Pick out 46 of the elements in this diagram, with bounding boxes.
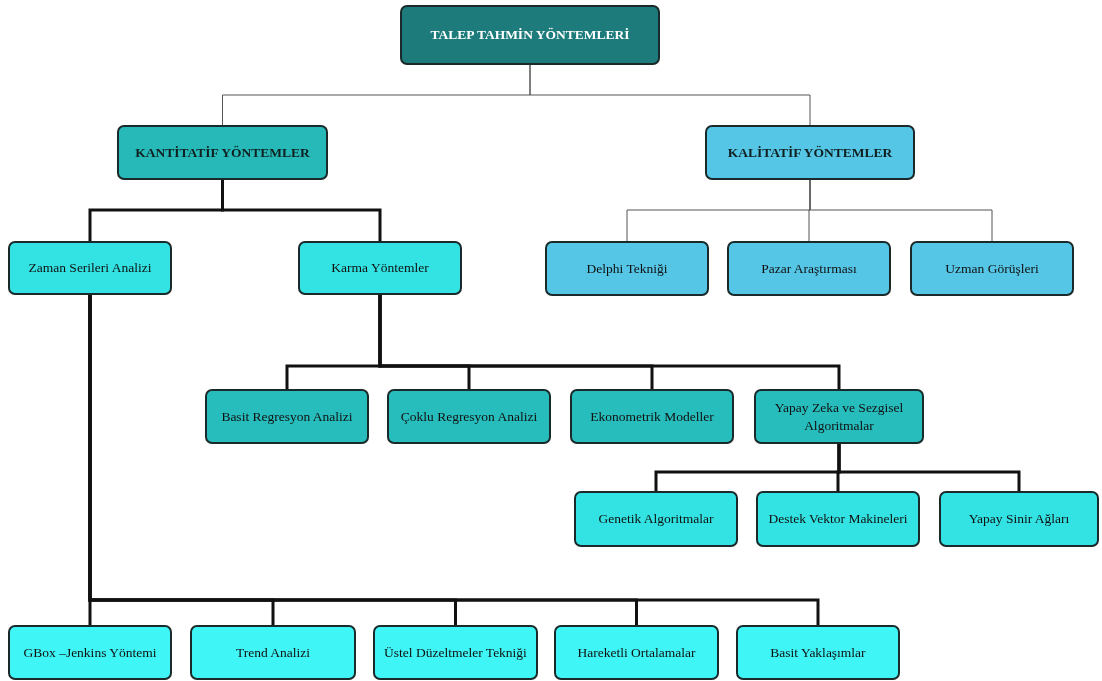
method-box — [298, 241, 462, 295]
box-label: Destek Vektor Makineleri — [768, 510, 908, 528]
method-box — [756, 491, 920, 547]
box-label: Basit Regresyon Analizi — [221, 407, 353, 426]
box-label: Basit Yaklaşımlar — [770, 643, 866, 662]
method-box — [705, 125, 915, 180]
method-box — [117, 125, 328, 180]
connector-line — [837, 444, 1021, 491]
box-label: Delphi Tekniği — [586, 259, 668, 278]
method-box — [939, 491, 1099, 547]
box-label: KALİTATİF YÖNTEMLER — [727, 143, 893, 162]
box-label: Karma Yöntemler — [331, 259, 429, 277]
method-box — [754, 389, 924, 444]
box-label: Hareketli Ortalamalar — [577, 643, 696, 662]
method-box — [574, 491, 738, 547]
method-box — [570, 389, 734, 444]
box-label: Uzman Görüşleri — [945, 259, 1039, 278]
method-box — [727, 241, 891, 296]
box-label: Pazar Araştırması — [761, 259, 857, 278]
method-box — [8, 625, 172, 680]
box-label: TALEP TAHMİN YÖNTEMLERİ — [430, 26, 630, 44]
connector-line — [88, 295, 820, 625]
method-box — [554, 625, 719, 680]
connector-line — [529, 64, 811, 126]
method-box — [373, 625, 538, 680]
box-label: Çoklu Regresyon Analizi — [400, 407, 538, 426]
box-label: Yapay Sinir Ağları — [968, 510, 1070, 528]
box-label: Genetik Algoritmalar — [598, 510, 714, 528]
method-box — [400, 5, 660, 65]
connector-line — [809, 179, 993, 242]
method-box — [736, 625, 900, 680]
box-label: Yapay Zeka ve Sezgisel Algoritmalar — [773, 398, 905, 435]
method-box — [545, 241, 709, 296]
box-label: Üstel Düzeltmeler Tekniği — [384, 643, 527, 662]
box-label: Ekonometrik Modeller — [590, 407, 714, 426]
method-box — [8, 241, 172, 295]
method-box — [387, 389, 551, 444]
box-label: KANTİTATİF YÖNTEMLER — [135, 143, 310, 162]
method-box — [910, 241, 1074, 296]
box-label: Zaman Serileri Analizi — [28, 259, 152, 277]
connector-line — [221, 180, 382, 241]
box-label: Trend Analizi — [235, 643, 311, 662]
connector-line — [378, 295, 841, 389]
method-box — [205, 389, 369, 444]
box-label: GBox –Jenkins Yöntemi — [23, 643, 157, 662]
method-box — [190, 625, 356, 680]
